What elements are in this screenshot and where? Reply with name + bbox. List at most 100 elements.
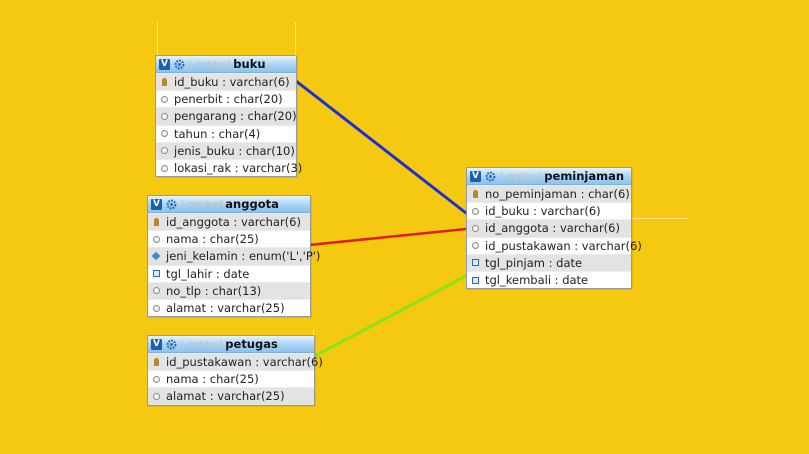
column-icon-shape (152, 287, 160, 295)
column-icon-shape (160, 147, 168, 155)
table-anggota[interactable]: V i-mobel anggota id_anggota : varchar(6… (147, 195, 320, 318)
view-toggle-icon[interactable]: V (159, 58, 170, 70)
table-column-row[interactable]: id_buku : varchar(6) (467, 202, 631, 220)
table-column-row[interactable]: tgl_lahir : date (148, 264, 310, 282)
table-buku[interactable]: V i-mobel buku id_buku : varchar(6)pener… (155, 55, 302, 178)
table-name: buku (233, 57, 266, 71)
table-database-name: i-mobel (181, 337, 223, 351)
column-icon-shape (160, 130, 168, 138)
table-column-row[interactable]: lokasi_rak : varchar(3) (156, 158, 302, 177)
column-icon-shape (152, 270, 160, 278)
field-icon (152, 235, 160, 243)
field-icon (160, 95, 168, 103)
primary-key-icon (471, 190, 479, 199)
view-toggle-icon[interactable]: V (151, 338, 162, 350)
table-column-row[interactable]: nama : char(25) (148, 230, 310, 248)
column-definition: penerbit : char(20) (174, 92, 283, 107)
gear-icon[interactable] (165, 198, 177, 210)
guide-line (295, 22, 296, 56)
column-definition: id_anggota : varchar(6) (485, 221, 620, 236)
table-column-row[interactable]: tahun : char(4) (156, 124, 296, 142)
table-column-row[interactable]: no_tlp : char(13) (148, 281, 310, 299)
table-header-petugas[interactable]: V i-mobel petugas (148, 336, 314, 353)
table-column-row[interactable]: pengarang : char(20) (156, 107, 297, 125)
gear-icon[interactable] (173, 58, 185, 70)
table-column-row[interactable]: id_buku : varchar(6) (156, 73, 296, 91)
gear-icon[interactable] (484, 170, 496, 182)
column-definition: lokasi_rak : varchar(3) (174, 161, 303, 176)
column-definition: pengarang : char(20) (174, 109, 297, 124)
table-column-row[interactable]: nama : char(25) (148, 370, 314, 388)
field-icon (160, 147, 168, 155)
table-columns-peminjaman: no_peminjaman : char(6) id_buku : varchar… (467, 185, 642, 289)
table-peminjaman[interactable]: V i-mobel peminjaman no_peminjaman : cha… (466, 167, 642, 290)
relation-line-buku-peminjaman[interactable] (294, 79, 468, 215)
column-definition: jenis_buku : char(10) (174, 143, 295, 158)
column-icon-shape (153, 358, 159, 367)
table-column-row[interactable]: id_pustakawan : varchar(6) (467, 236, 642, 254)
table-column-row[interactable]: id_anggota : varchar(6) (148, 213, 310, 231)
table-header-buku[interactable]: V i-mobel buku (156, 56, 296, 73)
enum-icon (151, 252, 161, 261)
view-toggle-icon[interactable]: V (151, 198, 162, 210)
table-petugas[interactable]: V i-mobel petugas id_pustakawan : varcha… (147, 335, 323, 406)
column-definition: tgl_lahir : date (166, 266, 250, 281)
table-name: anggota (225, 197, 279, 211)
relation-line-petugas-peminjaman[interactable] (311, 274, 468, 359)
column-definition: no_peminjaman : char(6) (485, 187, 630, 202)
column-icon-shape (471, 259, 479, 267)
table-columns-anggota: id_anggota : varchar(6) nama : char(25)je… (148, 213, 320, 317)
table-header-peminjaman[interactable]: V i-mobel peminjaman (467, 168, 631, 185)
column-definition: tgl_pinjam : date (485, 255, 583, 270)
column-definition: alamat : varchar(25) (166, 301, 285, 316)
column-icon-shape (160, 112, 168, 120)
table-column-row[interactable]: penerbit : char(20) (156, 90, 296, 108)
guide-line (630, 218, 688, 219)
column-icon-shape (160, 95, 168, 103)
column-definition: tahun : char(4) (174, 126, 261, 141)
field-icon (152, 304, 160, 312)
table-column-row[interactable]: tgl_kembali : date (467, 270, 631, 289)
field-icon (152, 392, 160, 400)
column-icon-shape (471, 276, 479, 284)
column-definition: nama : char(25) (166, 232, 259, 247)
date-icon (471, 276, 479, 284)
column-icon-shape (152, 392, 160, 400)
view-toggle-icon[interactable]: V (470, 170, 481, 182)
table-name: peminjaman (544, 169, 625, 183)
column-icon-shape (471, 224, 479, 232)
column-definition: tgl_kembali : date (485, 273, 589, 288)
column-icon-shape (152, 375, 160, 383)
table-header-anggota[interactable]: V i-mobel anggota (148, 196, 310, 213)
gear-icon[interactable] (165, 338, 177, 350)
column-definition: id_anggota : varchar(6) (166, 215, 301, 230)
table-column-row[interactable]: alamat : varchar(25) (148, 387, 314, 405)
field-icon (152, 375, 160, 383)
table-columns-petugas: id_pustakawan : varchar(6) nama : char(25… (148, 353, 323, 405)
column-icon-shape (153, 218, 159, 227)
table-column-row[interactable]: id_anggota : varchar(6) (467, 219, 631, 237)
table-column-row[interactable]: jenis_buku : char(10) (156, 141, 296, 159)
table-column-row[interactable]: tgl_pinjam : date (467, 253, 631, 271)
column-icon-shape (152, 235, 160, 243)
table-column-row[interactable]: no_peminjaman : char(6) (467, 185, 631, 203)
table-database-name: i-mobel (500, 169, 542, 183)
field-icon (160, 130, 168, 138)
date-icon (152, 270, 160, 278)
table-column-row[interactable]: id_pustakawan : varchar(6) (148, 353, 323, 371)
column-definition: id_pustakawan : varchar(6) (166, 355, 323, 370)
column-icon-shape (152, 304, 160, 312)
primary-key-icon (160, 78, 168, 87)
column-definition: no_tlp : char(13) (166, 283, 262, 298)
field-icon (471, 224, 479, 232)
column-icon-shape (151, 252, 161, 261)
table-column-row[interactable]: jeni_kelamin : enum('L','P') (148, 247, 320, 265)
table-column-row[interactable]: alamat : varchar(25) (148, 298, 310, 317)
column-definition: nama : char(25) (166, 372, 259, 387)
column-definition: id_buku : varchar(6) (485, 204, 601, 219)
column-definition: alamat : varchar(25) (166, 389, 285, 404)
primary-key-icon (152, 358, 160, 367)
relation-line-anggota-peminjaman[interactable] (307, 227, 468, 247)
column-definition: id_pustakawan : varchar(6) (485, 238, 642, 253)
